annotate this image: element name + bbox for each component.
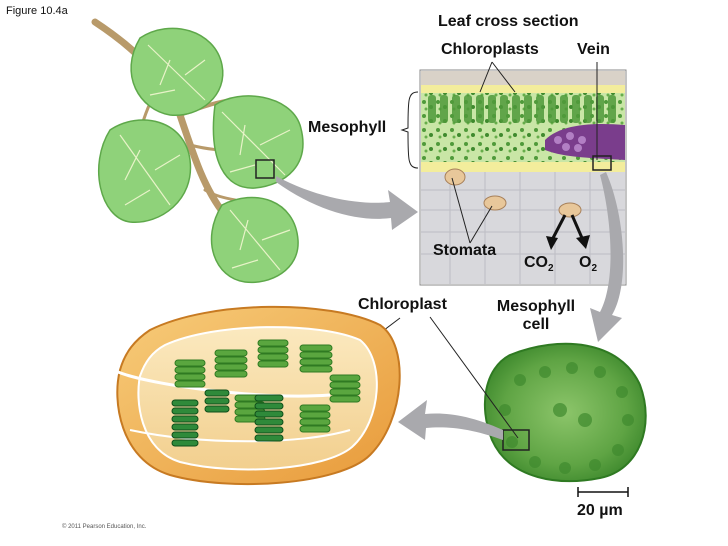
scale-bar [577, 487, 629, 497]
zoom-arrow-to-chloroplast [398, 400, 503, 440]
leaf-right [212, 95, 304, 189]
label-mesophyll: Mesophyll [308, 119, 387, 136]
leaf-branch-illustration [91, 18, 304, 284]
label-stomata: Stomata [433, 242, 497, 259]
copyright-notice: © 2011 Pearson Education, Inc. [62, 524, 147, 530]
figure-label: Figure 10.4a [6, 5, 68, 17]
label-leaf-cross-section: Leaf cross section [438, 13, 579, 30]
label-vein: Vein [577, 41, 610, 58]
mesophyll-cell-illustration [483, 342, 647, 483]
leaf-zoom-box [255, 159, 275, 179]
zoom-arrow-to-cross-section [276, 176, 418, 230]
leaf-top [130, 27, 224, 116]
label-chloroplast: Chloroplast [358, 296, 447, 313]
gas-exchange-arrows [546, 214, 590, 250]
vein-zoom-box [592, 155, 612, 171]
label-chloroplasts: Chloroplasts [441, 41, 539, 58]
chloroplast-illustration [116, 305, 401, 486]
leader-lines [400, 61, 598, 244]
vein-bundle [545, 123, 625, 160]
leaf-bottom [210, 196, 299, 284]
stomata-marks [444, 168, 582, 218]
label-o2: O2 [579, 254, 598, 275]
grana-stacks [171, 339, 361, 447]
label-co2: CO2 [524, 254, 554, 275]
label-scale: 20 µm [577, 502, 623, 519]
zoom-arrow-to-mesophyll-cell [590, 172, 624, 342]
leaf-left [97, 119, 192, 223]
label-mesophyll-cell: Mesophyll cell [496, 298, 576, 333]
